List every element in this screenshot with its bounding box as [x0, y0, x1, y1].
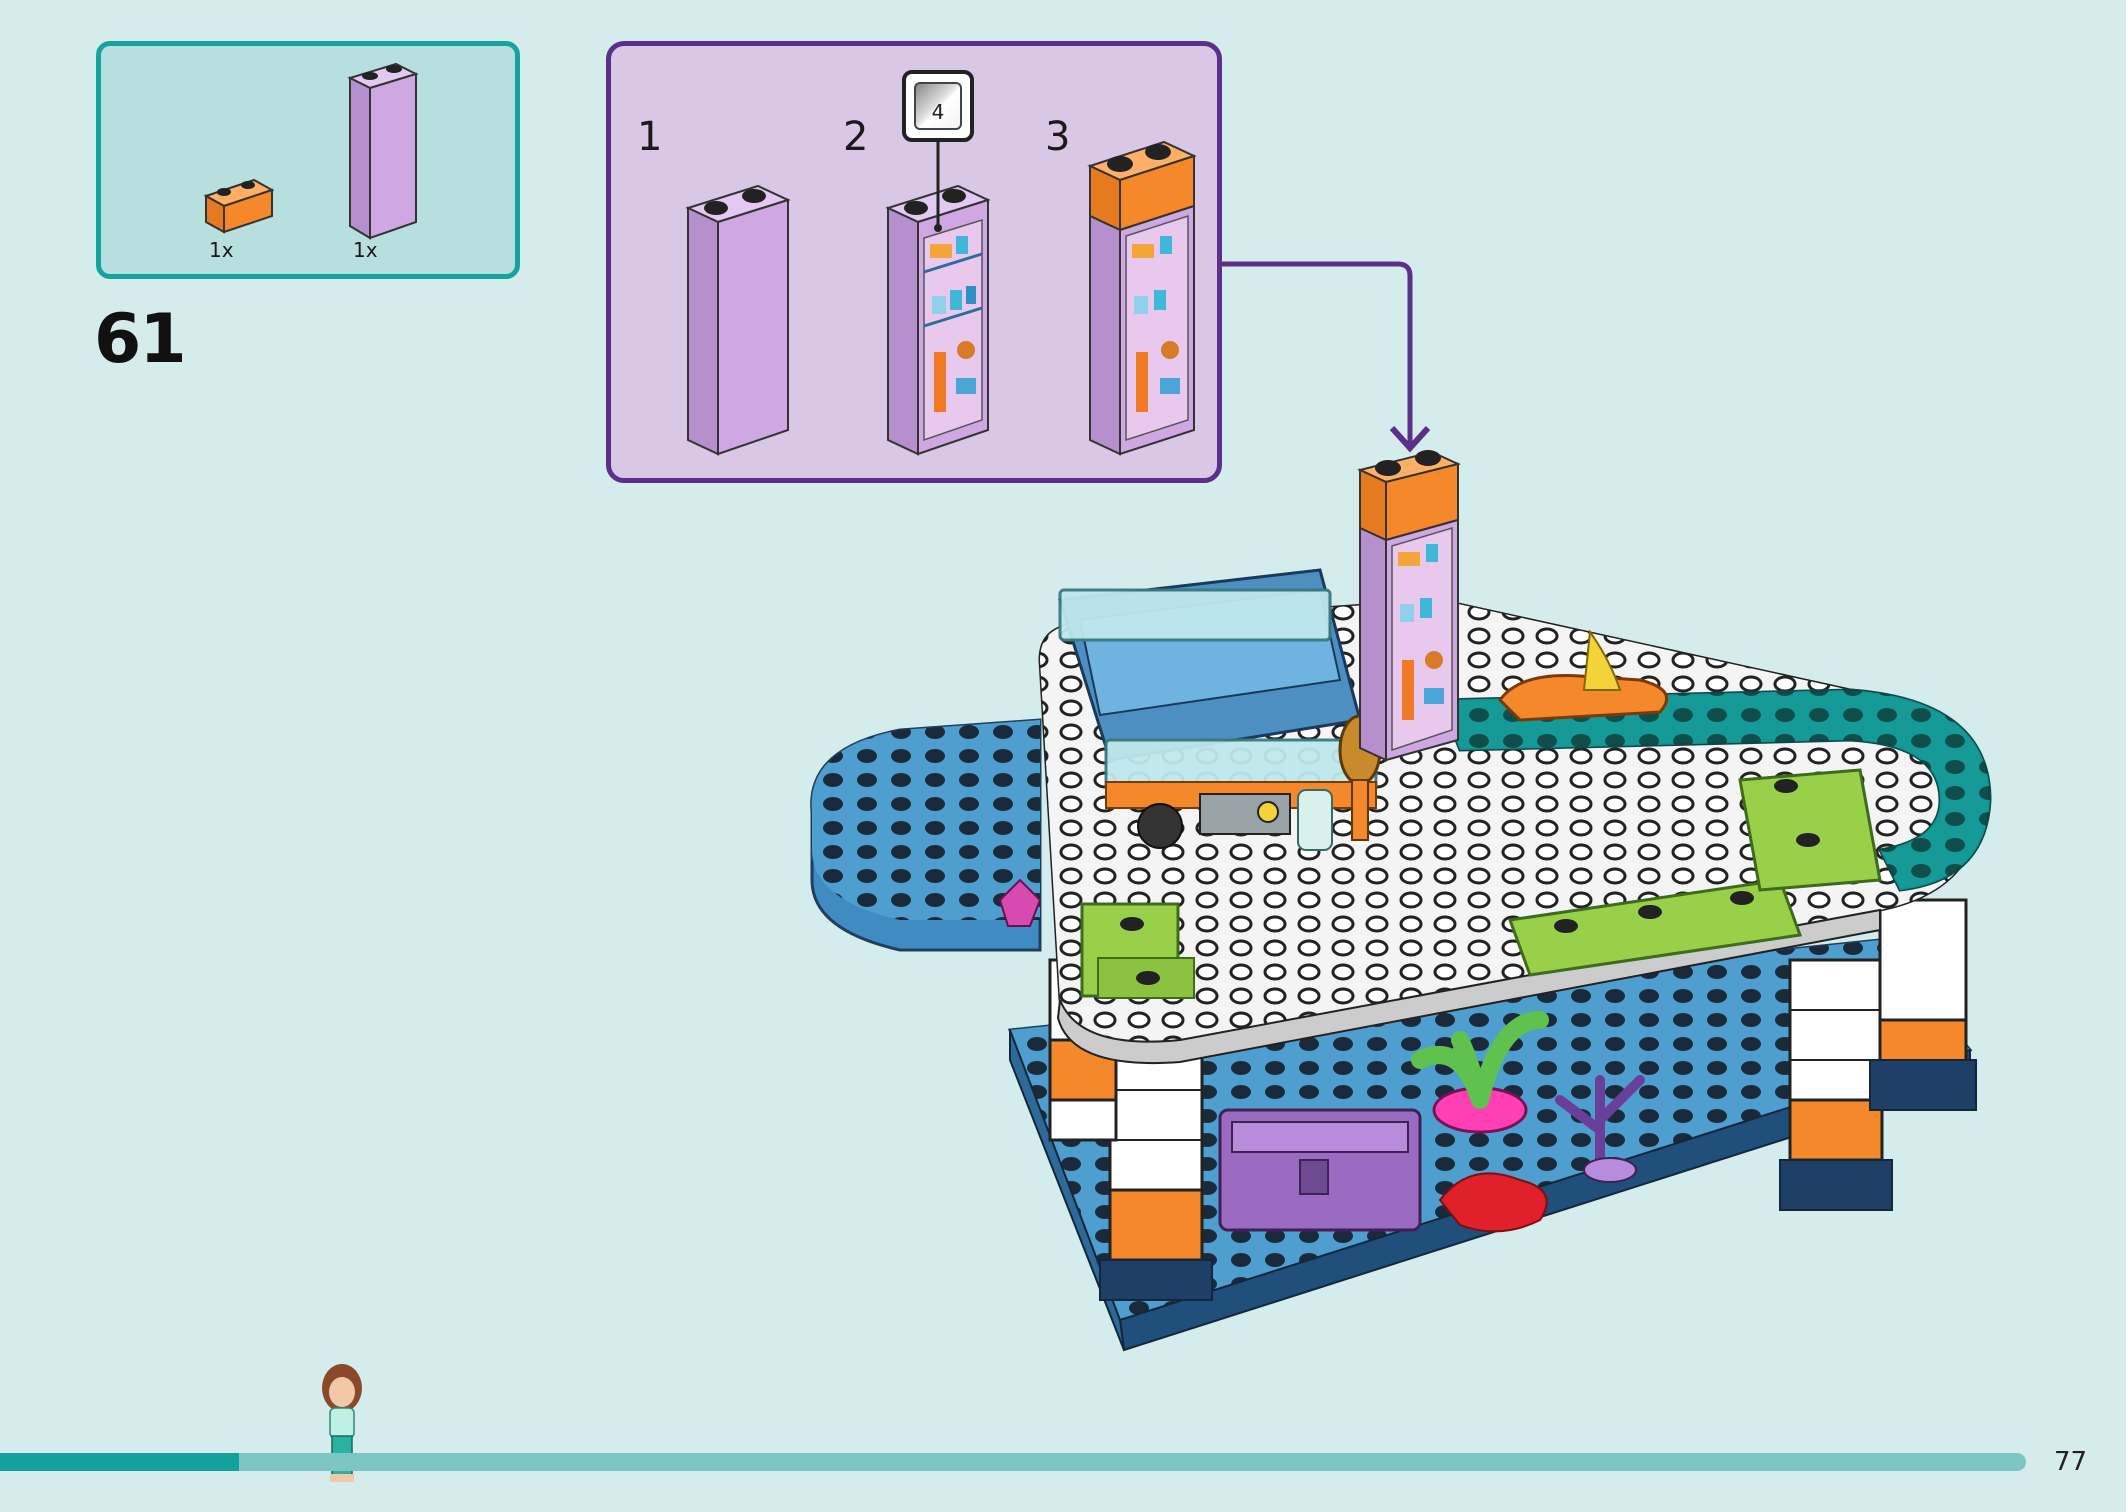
sticker-icon: 4 [914, 82, 962, 130]
progress-bar [0, 1453, 2026, 1471]
part-quantity: 1x [353, 238, 378, 262]
sub-step-3-brick [1087, 140, 1197, 456]
orange-brick-part [203, 178, 275, 234]
sub-step-label: 1 [637, 114, 663, 160]
mini-doll-figure [322, 1364, 362, 1482]
step-number: 61 [94, 300, 187, 379]
progress-fill [0, 1453, 240, 1471]
sub-step-2-brick [885, 184, 991, 456]
connector-line [1222, 261, 1413, 444]
pillar-front-left [1099, 1038, 1213, 1301]
pillar-front-right [1779, 958, 1893, 1211]
sticker-callout: 4 [902, 70, 974, 142]
placed-tall-brick [1357, 450, 1461, 762]
green-seaweed [1411, 1011, 1549, 1109]
red-crab [1438, 1172, 1548, 1233]
sub-step-1-brick [685, 184, 791, 456]
pillar-rear-right [1869, 898, 1977, 1111]
sub-step-label: 3 [1045, 114, 1071, 160]
lavender-tall-brick-part [347, 62, 419, 240]
main-model [810, 450, 1992, 1352]
parts-list-panel: 1x 1x [96, 41, 520, 279]
sticker-number: 4 [931, 100, 945, 124]
part-quantity: 1x [209, 238, 234, 262]
arrow-down-icon [1389, 425, 1431, 453]
sub-step-label: 2 [843, 114, 869, 160]
page-number: 77 [2054, 1447, 2088, 1477]
